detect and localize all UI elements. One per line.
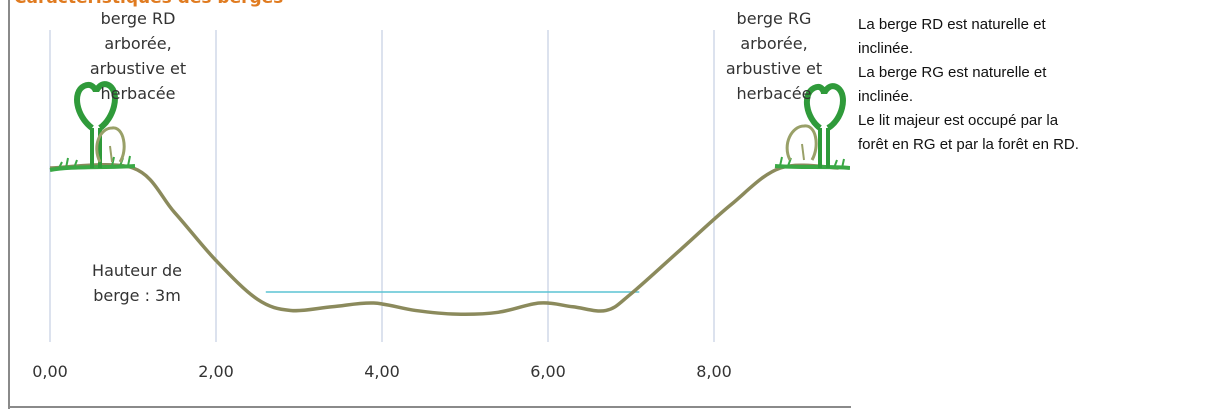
section-title: Caractéristiques des berges — [14, 0, 283, 8]
x-tick-label: 4,00 — [364, 362, 400, 381]
label-bank-rg: berge RG arborée, arbustive et herbacée — [706, 6, 842, 106]
description-text: La berge RD est naturelle et inclinée. L… — [858, 13, 1188, 157]
label-bank-rg-line: berge RG — [736, 9, 812, 28]
x-tick-label: 2,00 — [198, 362, 234, 381]
ground-line — [49, 162, 839, 317]
label-bank-rg-line: arborée, — [740, 34, 808, 53]
gridlines — [49, 30, 715, 342]
frame-left-border — [8, 0, 10, 409]
frame-bottom-border — [8, 406, 851, 408]
label-bank-rd-line: berge RD — [100, 9, 176, 28]
label-bank-rd: berge RD arborée, arbustive et herbacée — [70, 6, 206, 106]
description-line: inclinée. — [858, 88, 914, 105]
label-bank-rd-line: arbustive et — [89, 59, 187, 78]
label-bank-rg-line: arbustive et — [725, 59, 823, 78]
x-tick-label: 8,00 — [696, 362, 732, 381]
vegetation-rd-icon — [49, 81, 136, 172]
description-line: forêt en RG et par la forêt en RD. — [858, 136, 1079, 153]
label-bank-rg-line: herbacée — [736, 84, 812, 103]
description-line: La berge RD est naturelle et — [858, 16, 1046, 33]
description-line: La berge RG est naturelle et — [858, 64, 1047, 81]
vegetation-rg-icon — [774, 83, 850, 170]
description-line: Le lit majeur est occupé par la — [858, 112, 1059, 129]
label-bank-height: Hauteur de berge : 3m — [62, 258, 212, 308]
x-tick-label: 0,00 — [32, 362, 68, 381]
label-bank-rd-line: herbacée — [100, 84, 176, 103]
ground-profile — [49, 162, 839, 317]
x-tick-label: 6,00 — [530, 362, 566, 381]
cross-section-diagram — [49, 30, 850, 342]
description-line: inclinée. — [858, 40, 914, 57]
label-bank-rd-line: arborée, — [104, 34, 172, 53]
label-bank-height-line: berge : 3m — [93, 286, 181, 305]
label-bank-height-line: Hauteur de — [92, 261, 182, 280]
